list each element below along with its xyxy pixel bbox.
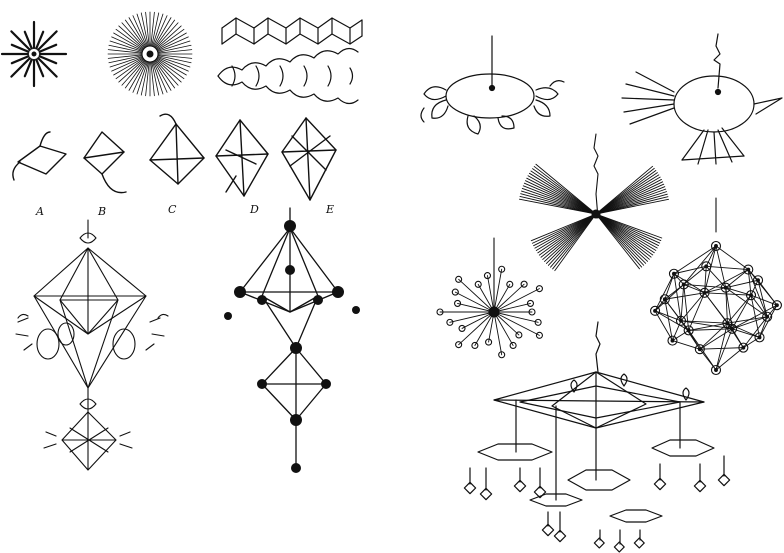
straw-star-sun bbox=[2, 22, 66, 86]
mobile-dark-tiered bbox=[224, 208, 360, 473]
assembly-step-b bbox=[84, 132, 126, 193]
mobile-with-eggs bbox=[16, 220, 168, 470]
step-label-a: A bbox=[36, 206, 44, 217]
assembly-step-d bbox=[216, 120, 268, 196]
step-label-e: E bbox=[326, 204, 334, 215]
assembly-step-e bbox=[282, 118, 336, 200]
step-label-b: B bbox=[98, 206, 106, 217]
egg-bird-with-tail bbox=[622, 34, 782, 164]
egg-bird-with-flowers bbox=[421, 36, 564, 134]
flower-burst-sphere bbox=[437, 238, 542, 358]
straw-braid-round bbox=[218, 48, 358, 103]
straw-braid-flat bbox=[222, 18, 362, 44]
flower-geodesic-sphere bbox=[651, 198, 782, 375]
straw-bow-fan bbox=[519, 134, 668, 271]
step-label-c: C bbox=[168, 204, 176, 215]
step-label-d: D bbox=[250, 204, 259, 215]
assembly-step-c bbox=[150, 114, 204, 184]
straw-star-dense bbox=[108, 12, 192, 96]
assembly-step-a bbox=[13, 132, 66, 180]
